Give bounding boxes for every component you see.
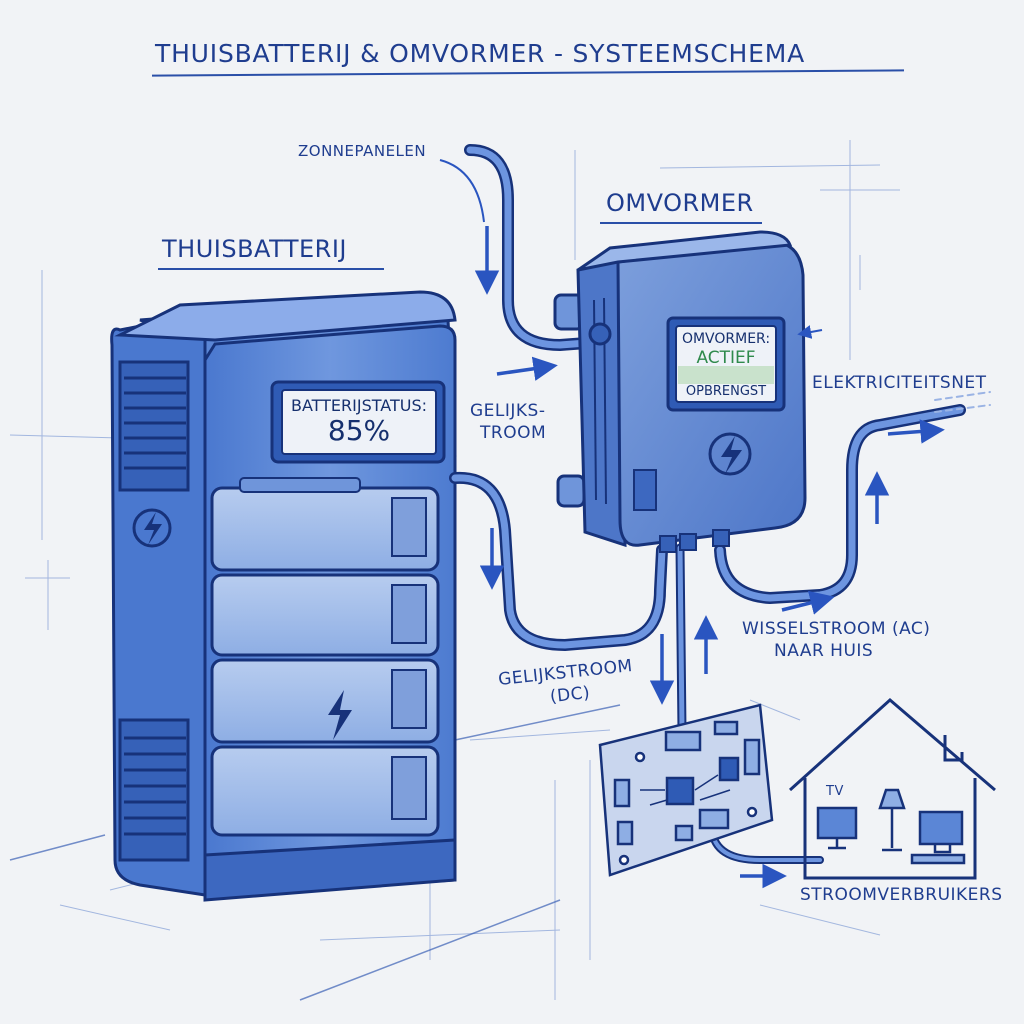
arrow-grid-right: [887, 419, 945, 444]
arrow-ac-right: [781, 590, 835, 615]
battery-status-value: 85%: [327, 414, 391, 447]
inverter-heading-underline: [600, 222, 762, 224]
label-solar-panels: ZONNEPANELEN: [298, 142, 427, 160]
label-ac-2: NAAR HUIS: [774, 641, 874, 661]
leader-solar: [439, 159, 485, 223]
label-dc-2: (DC): [549, 682, 592, 708]
label-tv: TV: [826, 784, 844, 799]
cables: [449, 144, 991, 864]
room-floor: [9, 704, 621, 1001]
inverter-display-label: OMVORMER:: [681, 331, 771, 347]
house: [788, 698, 996, 880]
label-consumers: STROOMVERBRUIKERS: [800, 885, 1003, 905]
home-battery: [110, 290, 457, 902]
arrow-dc-in: [496, 356, 558, 381]
inverter-status-active: ACTIEF: [696, 348, 756, 368]
label-dc-in-1: GELIJKS-: [470, 401, 546, 421]
label-grid: ELEKTRICITEITSNET: [812, 373, 987, 393]
label-dc-in-2: TROOM: [480, 423, 547, 443]
battery-vents: [118, 360, 190, 862]
label-ac-1: WISSELSTROOM (AC): [742, 619, 931, 639]
circuit-board: [598, 703, 774, 877]
battery-modules: [210, 477, 440, 837]
battery-heading-underline: [158, 268, 384, 270]
flow-arrows: [439, 159, 945, 889]
inverter-display-yield: OPBRENGST: [685, 384, 767, 399]
battery-status-label: BATTERIJSTATUS:: [290, 396, 428, 415]
inverter: [553, 230, 807, 553]
inverter-heading: OMVORMER: [606, 189, 754, 217]
diagram-title: THUISBATTERIJ & OMVORMER - SYSTEEMSCHEMA: [155, 39, 805, 68]
house-devices: [816, 788, 966, 865]
arrow-inverter-in: [797, 325, 823, 339]
construction-lines: [9, 140, 900, 1000]
battery-heading: THUISBATTERIJ: [162, 235, 347, 263]
